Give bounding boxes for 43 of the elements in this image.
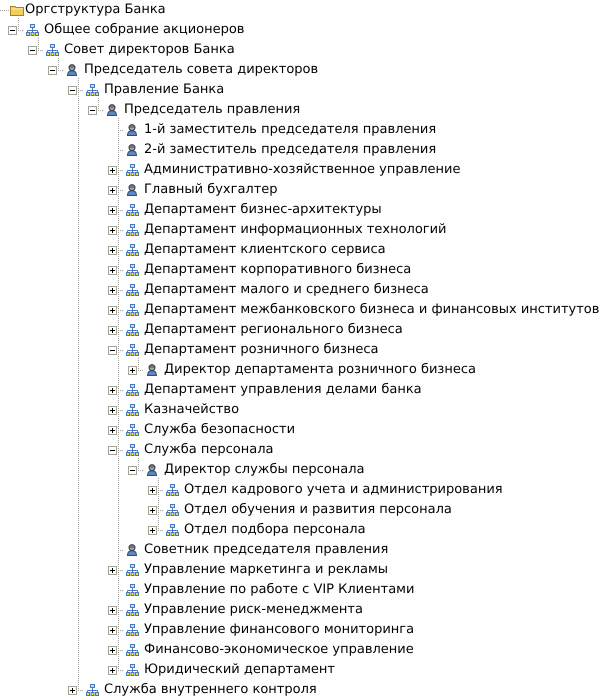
tree-item-label: Управление маркетинга и рекламы [144, 562, 388, 578]
tree-connector [18, 18, 24, 31]
tree-item-label: Департамент информационных технологий [144, 222, 447, 238]
tree-item-label: Административно-хозяйственное управление [144, 162, 460, 178]
tree-item-label: Департамент бизнес-архитектуры [144, 202, 382, 218]
tree-item-label: Председатель правления [124, 102, 300, 118]
tree-item-label: Главный бухгалтер [144, 182, 278, 198]
tree-item-label: Служба персонала [144, 442, 274, 458]
tree-item-label: Отдел обучения и развития персонала [184, 502, 452, 518]
tree-item-label: Управление по работе с VIP Клиентами [144, 582, 414, 598]
tree-item-label: 1-й заместитель председателя правления [144, 122, 436, 138]
tree-connector [38, 38, 44, 51]
tree-item-label: Директор департамента розничного бизнеса [164, 362, 476, 378]
tree-item-label: Правление Банка [104, 82, 224, 98]
tree-connector [58, 58, 64, 71]
tree-item-label: Финансово-экономическое управление [144, 642, 414, 658]
tree-item-label: Юридический департамент [144, 662, 336, 678]
tree-item-label: Советник председателя правления [144, 542, 388, 558]
tree-connector [98, 98, 104, 111]
tree-item-label: Департамент корпоративного бизнеса [144, 262, 412, 278]
tree-connector [138, 458, 144, 471]
tree-item-label: Общее собрание акционеров [44, 22, 244, 38]
tree-connector [78, 78, 84, 691]
tree-item-label: Директор службы персонала [164, 462, 364, 478]
tree-item-label: Оргструктура Банка [25, 2, 166, 18]
tree-item-label: 2-й заместитель председателя правления [144, 142, 436, 158]
tree-item-label: Председатель совета директоров [84, 62, 318, 78]
tree-connector [0, 10, 10, 11]
tree-item-label: Отдел кадрового учета и администрирования [184, 482, 503, 498]
tree-item-label: Департамент малого и среднего бизнеса [144, 282, 429, 298]
tree-item-label: Совет директоров Банка [64, 42, 235, 58]
tree-item-label: Департамент клиентского сервиса [144, 242, 386, 258]
tree-item-label: Отдел подбора персонала [184, 522, 366, 538]
tree-item-label: Департамент управления делами банка [144, 382, 422, 398]
tree-item-label: Департамент межбанковского бизнеса и финансовых институтов [144, 302, 600, 318]
tree-item-label: Казначейство [144, 402, 240, 418]
tree-item-label: Управление финансового мониторинга [144, 622, 414, 638]
tree-item-label: Управление риск-менеджмента [144, 602, 363, 618]
tree-item-label: Департамент розничного бизнеса [144, 342, 379, 358]
tree-item-label: Департамент регионального бизнеса [144, 322, 403, 338]
tree-item-label: Служба безопасности [144, 422, 296, 438]
tree-connector [138, 358, 144, 371]
tree-item-label: Служба внутреннего контроля [104, 682, 317, 698]
